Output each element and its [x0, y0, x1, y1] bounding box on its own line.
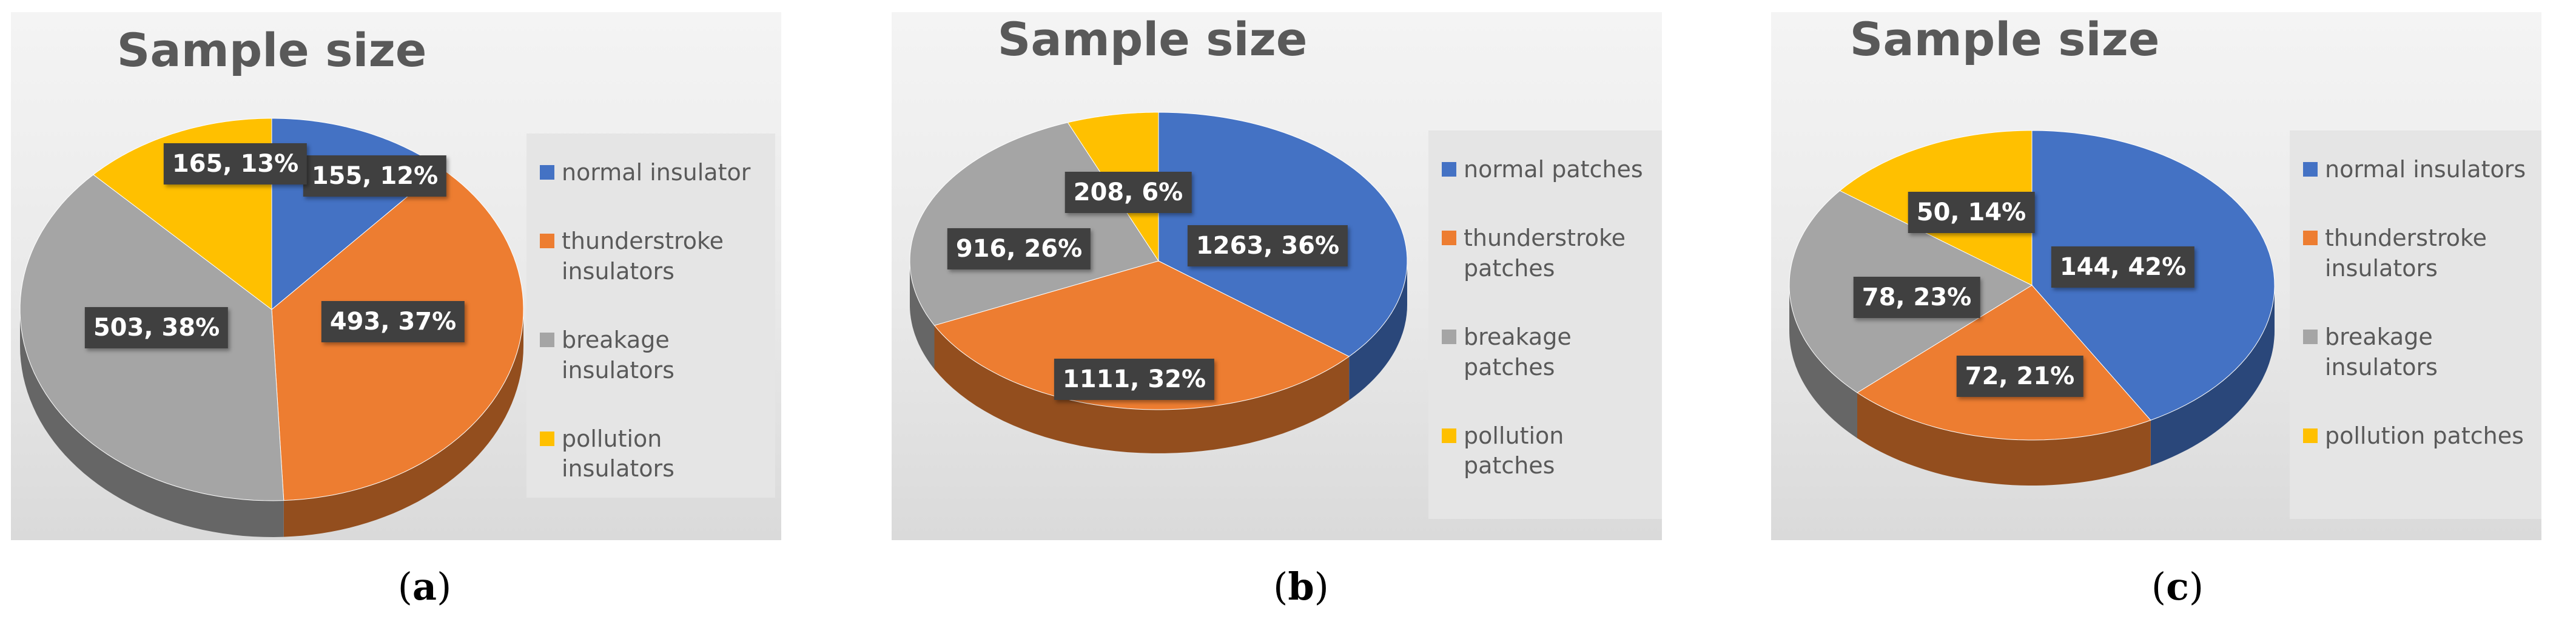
legend-label: thunderstroke insulators: [562, 228, 724, 285]
pie-slice-side: [1789, 285, 1857, 438]
data-label: 78, 23%: [1853, 277, 1980, 318]
caption-a: (a): [397, 564, 452, 609]
caption-letter: a: [412, 564, 437, 609]
legend-label: normal insulators: [2325, 156, 2526, 183]
legend-swatch: [1442, 162, 1456, 177]
pie-slice-side: [20, 310, 284, 537]
legend-swatch: [540, 431, 554, 446]
chart-title: Sample size: [997, 12, 1308, 66]
legend-swatch: [540, 165, 554, 180]
chart-title: Sample size: [116, 23, 427, 77]
legend-swatch: [2303, 428, 2318, 443]
caption-b: (b): [1273, 564, 1329, 609]
chart-panel-c: Sample size 144, 42% 72, 21% 78, 23% 50,…: [1771, 12, 2541, 540]
legend: normal insulators thunderstroke insulato…: [2290, 130, 2541, 519]
legend-swatch: [1442, 330, 1456, 345]
legend-label: normal insulator: [562, 159, 751, 186]
pie-slice-side: [910, 261, 935, 370]
legend-label: pollution insulators: [562, 425, 674, 482]
legend-swatch: [540, 333, 554, 348]
legend-item: pollution patches: [1442, 421, 1651, 481]
legend-swatch: [2303, 231, 2318, 246]
chart-panel-b: Sample size 1263, 36% 1111, 32% 916, 26%…: [892, 12, 1662, 540]
legend-swatch: [2303, 162, 2318, 177]
pie-slice-side: [1349, 261, 1407, 401]
data-label: 916, 26%: [947, 228, 1091, 269]
caption-letter: c: [2166, 564, 2189, 609]
pie-slice-side: [2150, 285, 2275, 466]
legend-swatch: [2303, 330, 2318, 345]
chart-panel-a: Sample size 155, 12% 493, 37% 503, 38% 1…: [11, 12, 781, 540]
legend-item: breakage insulators: [2303, 322, 2531, 382]
legend-item: normal insulators: [2303, 155, 2531, 184]
data-label: 208, 6%: [1064, 172, 1192, 213]
legend-item: breakage insulators: [540, 325, 764, 385]
legend-item: normal patches: [1442, 155, 1651, 184]
legend-label: breakage patches: [1464, 323, 1572, 381]
legend-label: pollution patches: [2325, 422, 2524, 449]
legend-label: breakage insulators: [562, 327, 674, 384]
data-label: 50, 14%: [1908, 192, 2035, 233]
legend: normal patches thunderstroke patches bre…: [1428, 130, 1662, 519]
pie-slice-side: [934, 325, 1350, 453]
data-label: 1263, 36%: [1187, 225, 1348, 266]
pie-slice: [933, 260, 1350, 410]
caption-c: (c): [2151, 564, 2204, 609]
data-label: 155, 12%: [303, 155, 447, 197]
data-label: 144, 42%: [2051, 246, 2195, 288]
legend-swatch: [1442, 231, 1456, 246]
legend-swatch: [540, 234, 554, 249]
legend-item: thunderstroke insulators: [2303, 223, 2531, 283]
legend-label: normal patches: [1464, 156, 1643, 183]
legend-label: thunderstroke insulators: [2325, 225, 2487, 282]
legend-label: thunderstroke patches: [1464, 225, 1626, 282]
legend-item: normal insulator: [540, 158, 764, 188]
legend-item: pollution patches: [2303, 421, 2531, 451]
legend-item: thunderstroke patches: [1442, 223, 1651, 283]
pie-slice-side: [283, 310, 523, 537]
legend-item: thunderstroke insulators: [540, 226, 764, 286]
data-label: 503, 38%: [84, 307, 229, 348]
data-label: 72, 21%: [1956, 356, 2083, 397]
chart-title: Sample size: [1849, 12, 2160, 66]
data-label: 493, 37%: [321, 301, 465, 342]
data-label: 1111, 32%: [1054, 359, 1215, 400]
legend: normal insulator thunderstroke insulator…: [526, 134, 775, 498]
legend-swatch: [1442, 428, 1456, 443]
legend-item: pollution insulators: [540, 424, 764, 484]
legend-label: pollution patches: [1464, 422, 1564, 479]
caption-letter: b: [1288, 564, 1314, 609]
legend-label: breakage insulators: [2325, 323, 2438, 381]
data-label: 165, 13%: [163, 143, 308, 184]
legend-item: breakage patches: [1442, 322, 1651, 382]
